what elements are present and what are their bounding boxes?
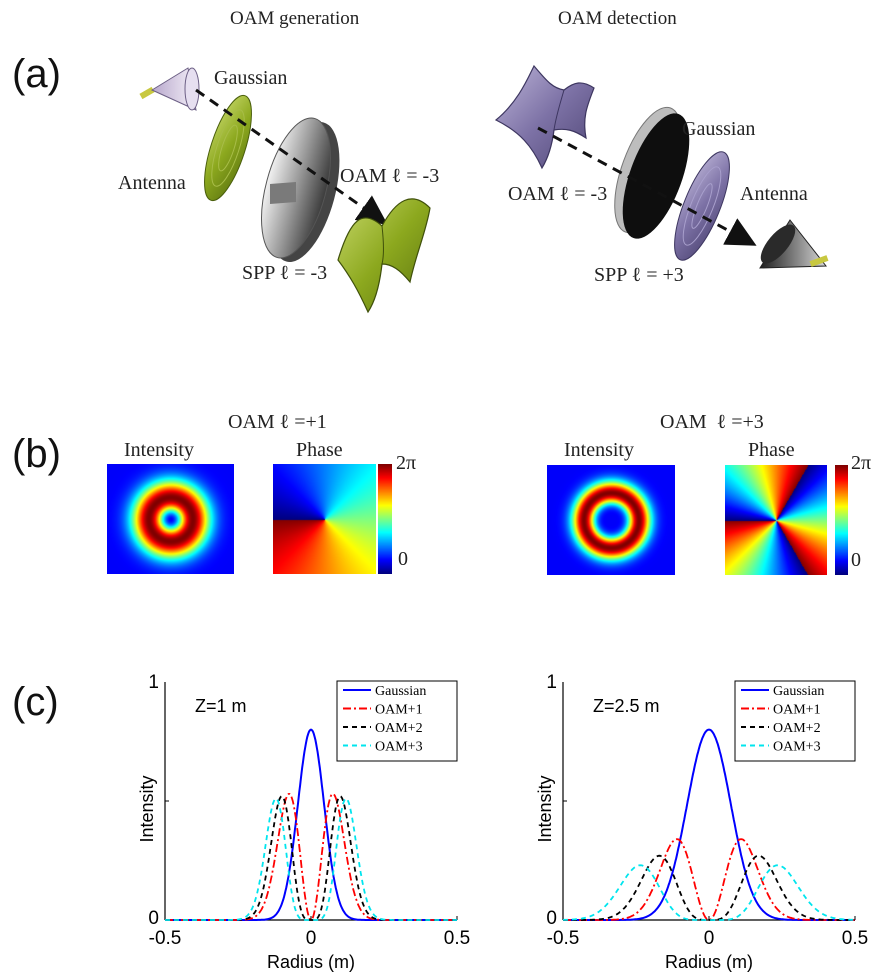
det-oam-label: OAM ℓ = -3 xyxy=(508,183,608,205)
legend-entry: OAM+2 xyxy=(773,721,821,736)
right-phase-colorbar xyxy=(835,465,848,575)
detection-beam-arrow xyxy=(537,126,757,246)
y-axis-label: Intensity xyxy=(137,775,157,842)
y-axis-label: Intensity xyxy=(535,775,555,842)
generation-beam-arrow xyxy=(195,88,388,225)
det-antenna-label: Antenna xyxy=(740,183,808,205)
det-spp-label: SPP ℓ = +3 xyxy=(594,264,684,286)
left-colorbar-max: 2π xyxy=(396,452,417,474)
y-tick-label: 1 xyxy=(546,672,557,693)
x-axis-label: Radius (m) xyxy=(665,952,753,972)
antenna-horn-icon xyxy=(759,219,829,269)
panel-a-label: (a) xyxy=(12,52,61,96)
x-tick-label: 0.5 xyxy=(842,928,868,949)
gen-gaussian-label: Gaussian xyxy=(214,67,288,89)
left-phase-map xyxy=(273,464,376,574)
panel-c-label: (c) xyxy=(12,680,59,724)
series-line-oam-plus-1 xyxy=(165,792,457,922)
legend-entry: OAM+1 xyxy=(375,703,423,718)
right-intensity-label: Intensity xyxy=(564,439,634,461)
x-tick-label: 0 xyxy=(704,928,715,949)
oam-generation-diagram xyxy=(139,67,431,314)
generation-title: OAM generation xyxy=(230,8,360,29)
spiral-phase-plate-icon xyxy=(614,106,690,239)
series-line-oam-plus-3 xyxy=(563,864,855,921)
spiral-phase-plate-icon xyxy=(261,117,340,262)
legend-entry: OAM+3 xyxy=(375,740,423,755)
legend-entry: Gaussian xyxy=(375,684,426,699)
x-axis-label: Radius (m) xyxy=(267,952,355,972)
distance-annotation: Z=1 m xyxy=(195,696,247,716)
series-line-oam-plus-2 xyxy=(165,795,457,921)
left-intensity-label: Intensity xyxy=(124,439,194,461)
y-tick-label: 0 xyxy=(148,908,159,929)
detection-title: OAM detection xyxy=(558,8,677,29)
gaussian-lens-icon xyxy=(674,151,730,261)
panel-b-label: (b) xyxy=(12,432,61,476)
right-intensity-map xyxy=(547,465,675,575)
legend-entry: OAM+1 xyxy=(773,703,821,718)
series-line-oam-plus-2 xyxy=(563,854,855,921)
y-tick-label: 1 xyxy=(148,672,159,693)
right-colorbar-max: 2π xyxy=(851,452,872,474)
legend-entry: Gaussian xyxy=(773,684,824,699)
x-tick-label: -0.5 xyxy=(547,928,580,949)
x-tick-label: 0 xyxy=(306,928,317,949)
incoming-oam-beam-icon xyxy=(494,64,595,170)
left-colorbar-min: 0 xyxy=(398,548,408,570)
series-line-oam-plus-1 xyxy=(563,838,855,921)
right-phase-map xyxy=(725,465,827,575)
x-tick-label: 0.5 xyxy=(444,928,470,949)
legend-entry: OAM+2 xyxy=(375,721,423,736)
series-line-oam-plus-3 xyxy=(165,797,457,921)
oam-beam-icon xyxy=(337,198,431,314)
legend-box xyxy=(734,680,856,762)
oam-detection-diagram xyxy=(494,64,829,269)
right-mode-title: OAM ℓ =+3 xyxy=(660,411,764,433)
gen-oam-label: OAM ℓ = -3 xyxy=(340,165,440,187)
left-phase-label: Phase xyxy=(296,439,343,461)
antenna-horn-icon xyxy=(139,67,200,111)
right-colorbar-min: 0 xyxy=(851,549,861,571)
gen-spp-label: SPP ℓ = -3 xyxy=(242,262,328,284)
left-phase-colorbar xyxy=(378,464,392,574)
y-tick-label: 0 xyxy=(546,908,557,929)
gaussian-lens-icon xyxy=(204,94,252,202)
gen-antenna-label: Antenna xyxy=(118,172,186,194)
left-intensity-map xyxy=(107,464,234,574)
legend-entry: OAM+3 xyxy=(773,740,821,755)
legend-box xyxy=(336,680,458,762)
right-phase-label: Phase xyxy=(748,439,795,461)
distance-annotation: Z=2.5 m xyxy=(593,696,660,716)
det-gaussian-label: Gaussian xyxy=(682,118,756,140)
left-mode-title: OAM ℓ =+1 xyxy=(228,411,327,433)
x-tick-label: -0.5 xyxy=(149,928,182,949)
